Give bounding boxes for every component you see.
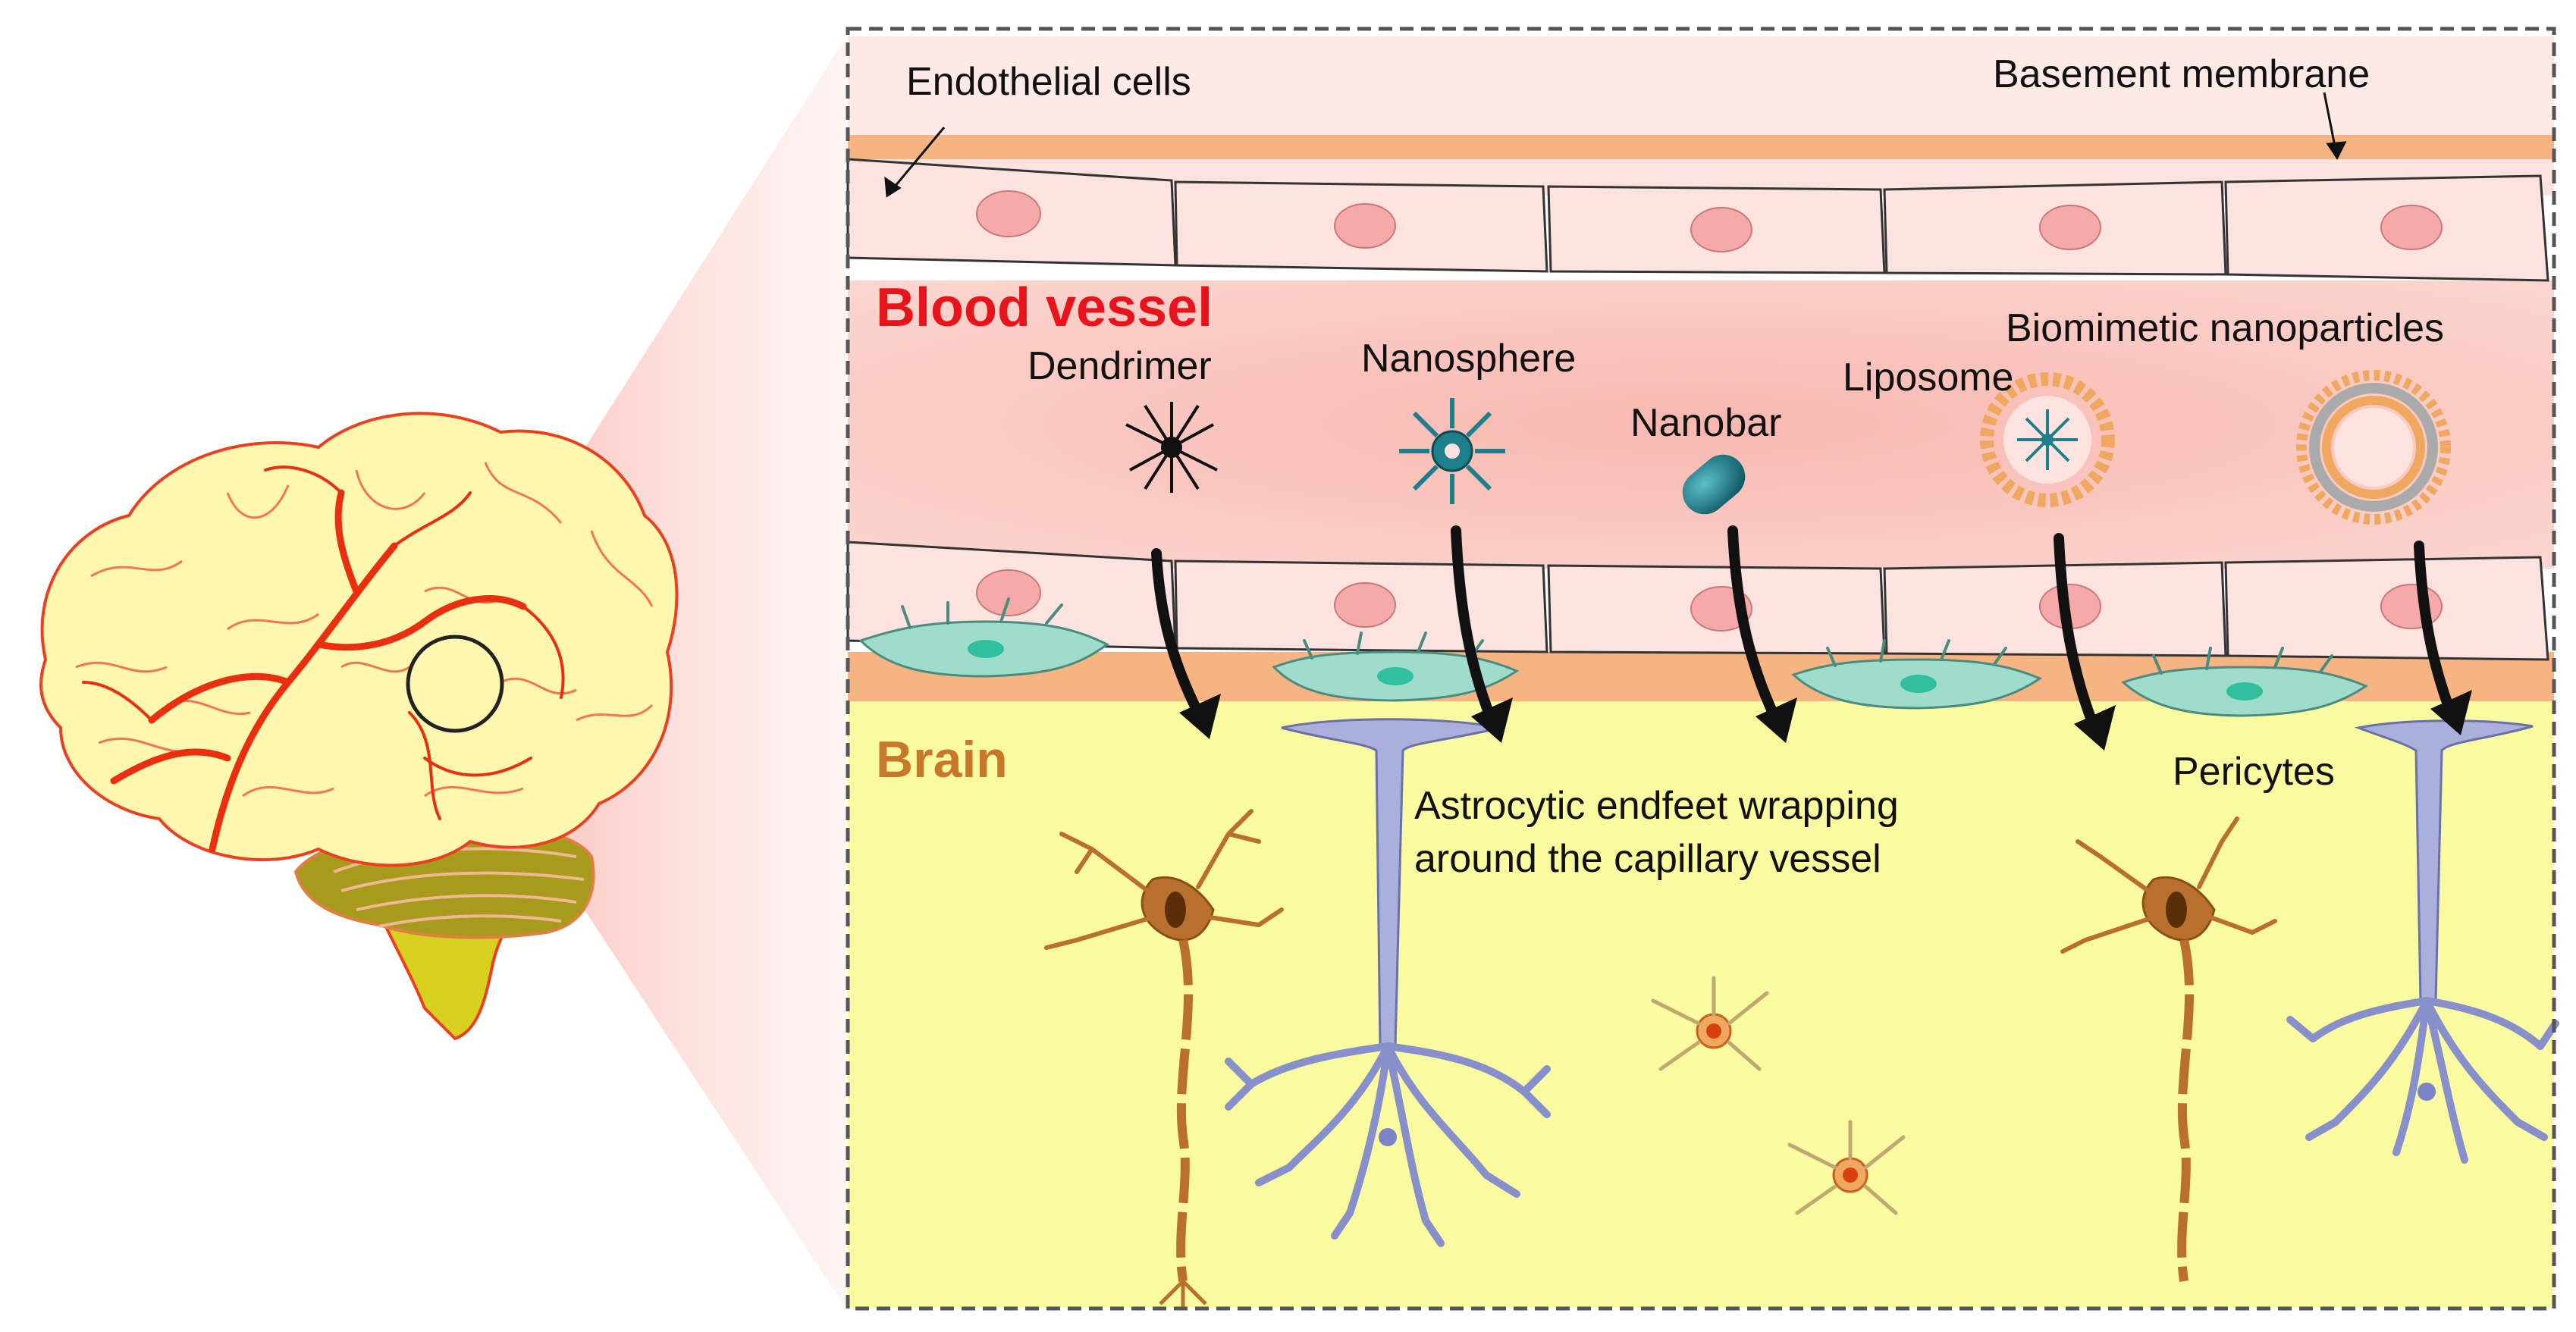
endothelial-nuclei-top xyxy=(976,190,2443,252)
astrocytic-endfoot xyxy=(1281,718,2534,1048)
brain-label: Brain xyxy=(876,731,1008,788)
microglia xyxy=(1651,976,1906,1215)
astrocytic-label-line2: around the capillary vessel xyxy=(1414,837,1881,881)
endothelial-cells-label: Endothelial cells xyxy=(906,60,1191,104)
basement-membrane-label: Basement membrane xyxy=(1993,52,2370,96)
astrocytic-label-line1: Astrocytic endfeet wrapping xyxy=(1414,784,1899,828)
nanobar-label: Nanobar xyxy=(1630,401,1781,445)
zoom-circle xyxy=(406,635,504,733)
nanosphere-label: Nanosphere xyxy=(1361,337,1576,381)
liposome-label: Liposome xyxy=(1843,356,2013,400)
pointer-arrows xyxy=(884,92,2347,198)
brain-organ xyxy=(39,412,679,1041)
dendrimer-label: Dendrimer xyxy=(1028,344,1212,388)
bbb-panel xyxy=(846,27,2559,1311)
pericytes-label: Pericytes xyxy=(2173,750,2335,794)
nanosphere xyxy=(1399,398,1505,504)
nanobar xyxy=(1682,454,1746,515)
panel-border xyxy=(846,27,2556,1311)
biomimetic-nanoparticles-label: Biomimetic nanoparticles xyxy=(2006,306,2444,350)
biomimetic-nanoparticle xyxy=(2296,370,2451,525)
astrocyte xyxy=(1225,997,2559,1247)
blood-vessel-label: Blood vessel xyxy=(876,277,1213,338)
dendrimer xyxy=(1125,402,1218,493)
liposome xyxy=(1980,372,2115,507)
basement-membrane-top xyxy=(848,135,2554,159)
lumen xyxy=(848,281,2554,569)
transport-arrows xyxy=(1151,525,2455,729)
neuron xyxy=(1044,809,1284,1308)
brain-region xyxy=(848,701,2554,1308)
neuron xyxy=(2060,816,2277,1282)
